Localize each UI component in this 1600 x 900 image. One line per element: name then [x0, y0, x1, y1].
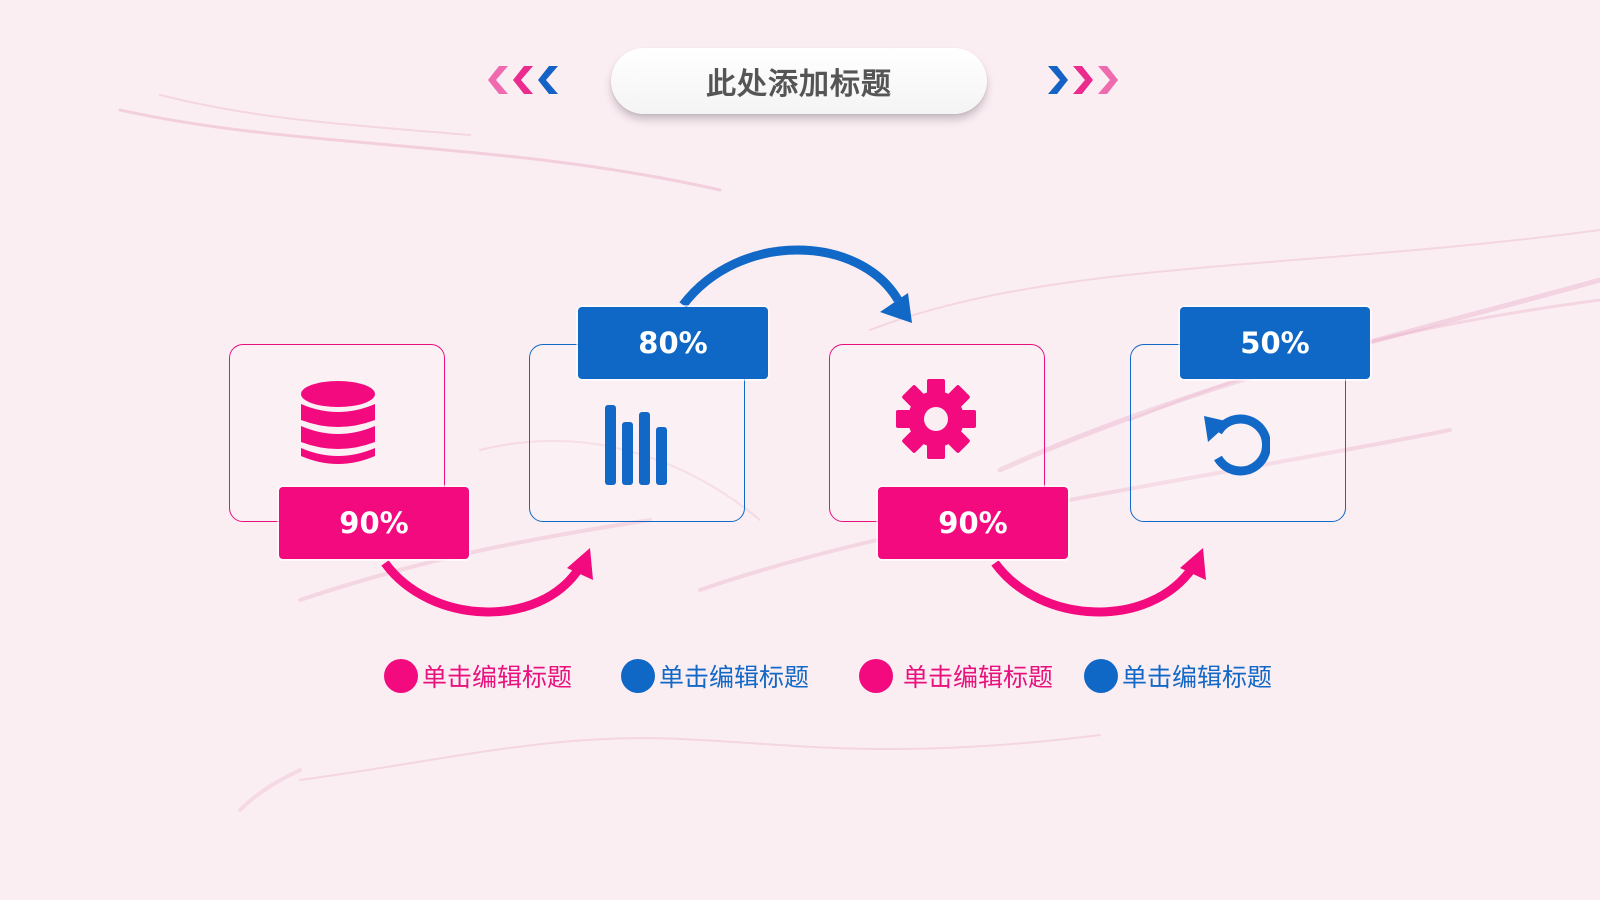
- pink-dot-icon: [384, 659, 418, 693]
- legend-item-4[interactable]: 单击编辑标题: [1084, 658, 1272, 694]
- pink-dot-icon: [859, 659, 893, 693]
- step-badge-4: 50%: [1180, 307, 1370, 379]
- step-badge-1: 90%: [279, 487, 469, 559]
- legend-item-2[interactable]: 单击编辑标题: [621, 658, 809, 694]
- step-badge-2: 80%: [578, 307, 768, 379]
- blue-dot-icon: [1084, 659, 1118, 693]
- database-icon: [301, 381, 375, 464]
- step-badge-3: 90%: [878, 487, 1068, 559]
- page-title: 此处添加标题: [706, 67, 892, 102]
- connector-arrow-2: [679, 245, 912, 323]
- connector-arrow-1: [381, 548, 593, 617]
- blue-dot-icon: [621, 659, 655, 693]
- chevrons-right-icon: [1048, 66, 1118, 94]
- legend-label-2: 单击编辑标题: [659, 663, 810, 692]
- legend-item-1[interactable]: 单击编辑标题: [384, 658, 572, 694]
- connector-arrow-3: [991, 548, 1206, 617]
- undo-icon: [1204, 414, 1270, 476]
- legend-label-1: 单击编辑标题: [422, 663, 573, 692]
- chevrons-left-icon: [488, 66, 558, 94]
- bar-chart-icon: [605, 405, 667, 485]
- gear-icon: [896, 379, 976, 459]
- legend-label-3: 单击编辑标题: [903, 663, 1054, 692]
- title-pill[interactable]: 此处添加标题: [611, 48, 987, 114]
- legend-item-3[interactable]: 单击编辑标题: [859, 658, 1053, 694]
- legend-label-4: 单击编辑标题: [1122, 663, 1273, 692]
